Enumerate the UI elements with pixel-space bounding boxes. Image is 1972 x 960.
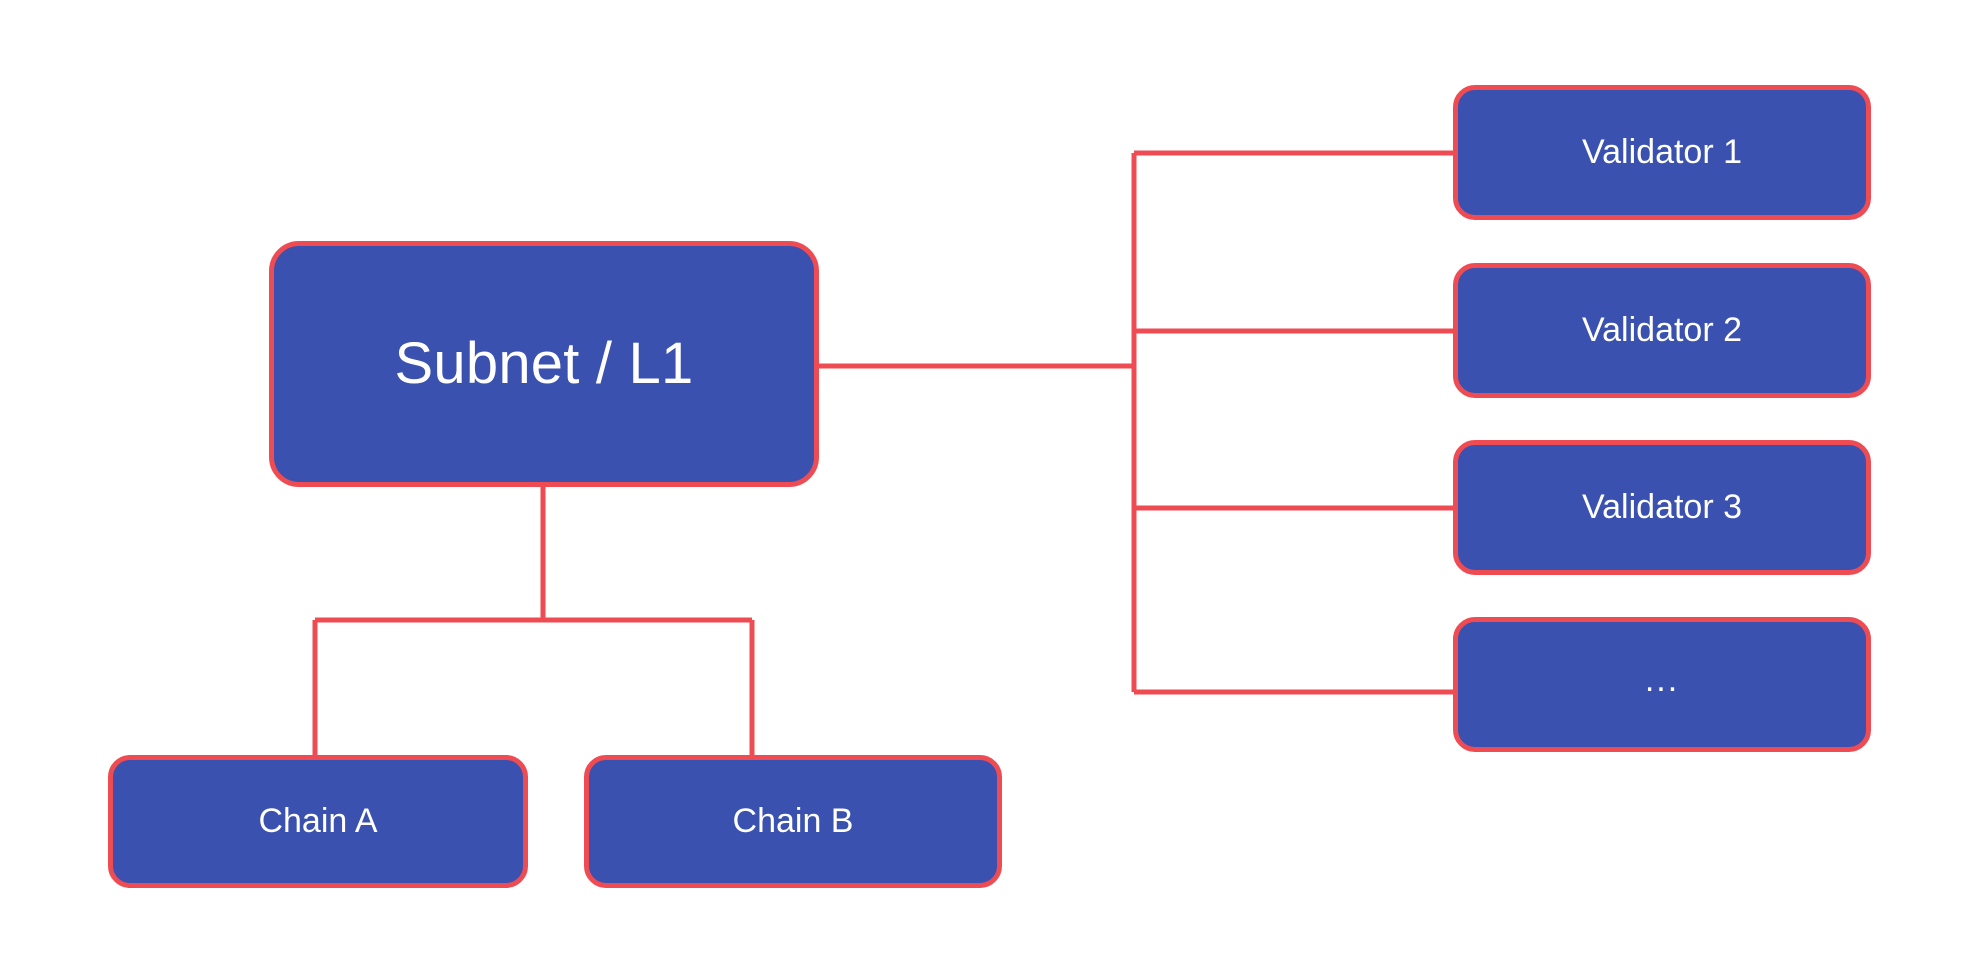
- node-chain-b-label: Chain B: [732, 801, 854, 840]
- node-validator-more-label: ...: [1644, 660, 1680, 699]
- node-chain-b[interactable]: Chain B: [584, 755, 1002, 888]
- node-validator-3-label: Validator 3: [1581, 487, 1743, 526]
- node-validator-2-label: Validator 2: [1581, 310, 1743, 349]
- node-validator-1-label: Validator 1: [1581, 132, 1743, 171]
- node-chain-a-label: Chain A: [258, 801, 378, 840]
- node-validator-2[interactable]: Validator 2: [1453, 263, 1871, 398]
- node-validator-more[interactable]: ...: [1453, 617, 1871, 752]
- node-validator-3[interactable]: Validator 3: [1453, 440, 1871, 575]
- node-validator-1[interactable]: Validator 1: [1453, 85, 1871, 220]
- node-subnet-l1-label: Subnet / L1: [394, 331, 694, 397]
- node-subnet-l1[interactable]: Subnet / L1: [269, 241, 819, 487]
- node-chain-a[interactable]: Chain A: [108, 755, 528, 888]
